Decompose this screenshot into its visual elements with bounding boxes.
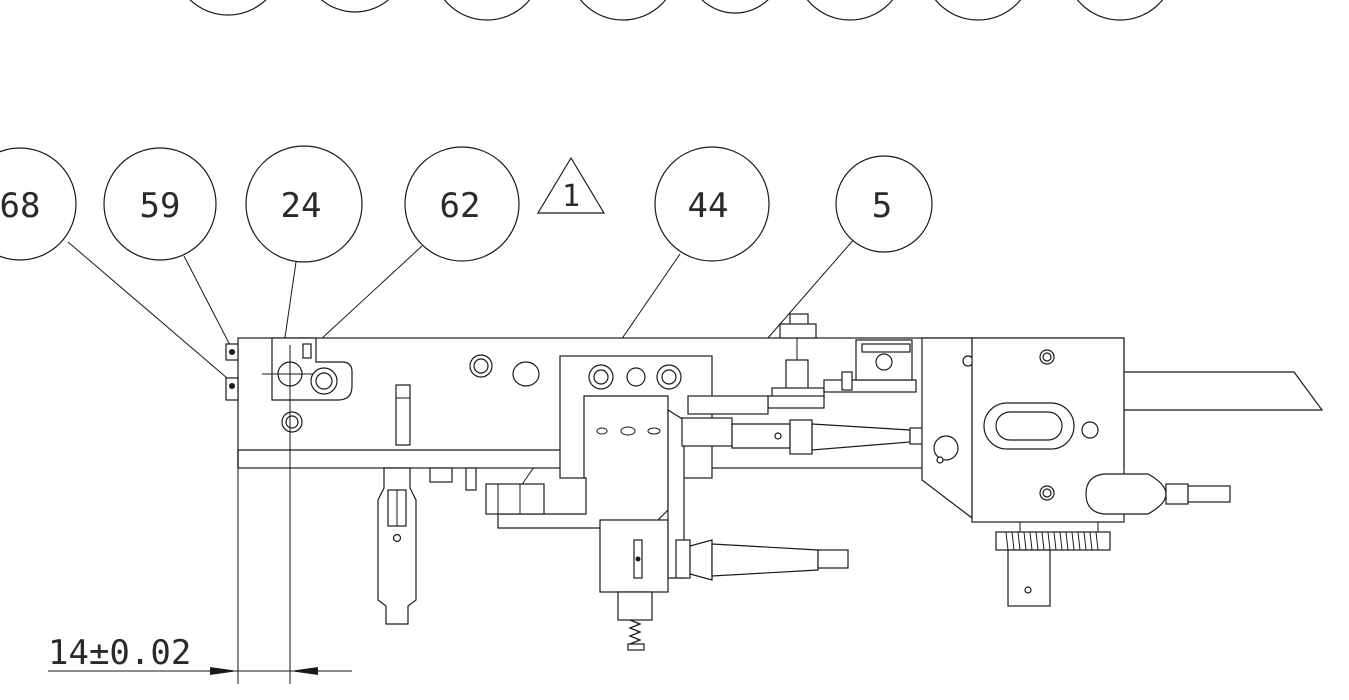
balloon-62: 62 (404, 146, 520, 262)
top-balloon-row (189, 0, 1164, 21)
revision-triangle: 1 (536, 156, 606, 214)
balloon-68: 68 (0, 147, 77, 261)
dimension-label: 14±0.02 (48, 633, 191, 673)
dimension-14: 14±0.02 (48, 400, 352, 684)
assembly-body (225, 313, 1324, 651)
balloon-5: 5 (835, 155, 933, 253)
revision-label: 1 (562, 179, 580, 214)
balloon-59: 59 (103, 147, 217, 261)
balloon-24: 24 (245, 145, 363, 263)
balloon-label: 62 (440, 186, 481, 226)
balloon-label: 59 (140, 186, 181, 226)
balloon-label: 44 (688, 186, 729, 226)
balloon-label: 5 (872, 186, 892, 226)
balloon-label: 68 (0, 186, 40, 226)
balloon-44: 44 (654, 146, 770, 262)
balloon-label: 24 (281, 186, 322, 226)
